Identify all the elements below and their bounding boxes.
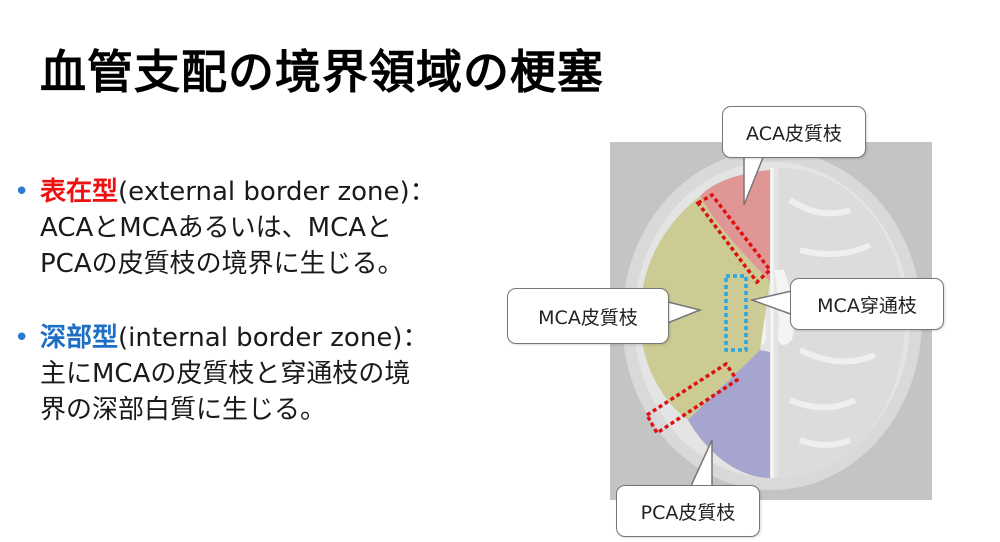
page-title: 血管支配の境界領域の梗塞 bbox=[40, 45, 604, 99]
mca-territory bbox=[640, 196, 770, 420]
internal-zone bbox=[724, 274, 748, 352]
callout-pca: PCA皮質枝 bbox=[616, 485, 760, 537]
body-external-line1: ACAとMCAあるいは、MCAと bbox=[40, 213, 393, 243]
callout-mca: MCA皮質枝 bbox=[507, 288, 669, 344]
external-zone-aca-mca bbox=[695, 192, 773, 285]
bullet-external: • 表在型(external border zone)： ACAとMCAあるいは… bbox=[14, 174, 534, 282]
english-internal: (internal border zone)： bbox=[118, 323, 429, 353]
keyword-internal: 深部型 bbox=[40, 323, 119, 353]
bullet-internal: • 深部型(internal border zone)： 主にMCAの皮質枝と穿… bbox=[14, 320, 534, 428]
aca-territory bbox=[700, 170, 770, 282]
keyword-external: 表在型 bbox=[40, 177, 119, 207]
external-zone-mca-pca bbox=[644, 361, 740, 436]
callout-mca-perforator: MCA穿通枝 bbox=[790, 278, 944, 330]
body-internal-line1: 主にMCAの皮質枝と穿通枝の境 bbox=[40, 359, 411, 389]
bullet-marker: • bbox=[14, 323, 30, 353]
body-external-line2: PCAの皮質枝の境界に生じる。 bbox=[40, 249, 404, 279]
bullet-marker: • bbox=[14, 177, 30, 207]
english-external: (external border zone)： bbox=[118, 177, 436, 207]
callout-aca: ACA皮質枝 bbox=[722, 106, 866, 158]
body-internal-line2: 界の深部白質に生じる。 bbox=[40, 395, 327, 425]
